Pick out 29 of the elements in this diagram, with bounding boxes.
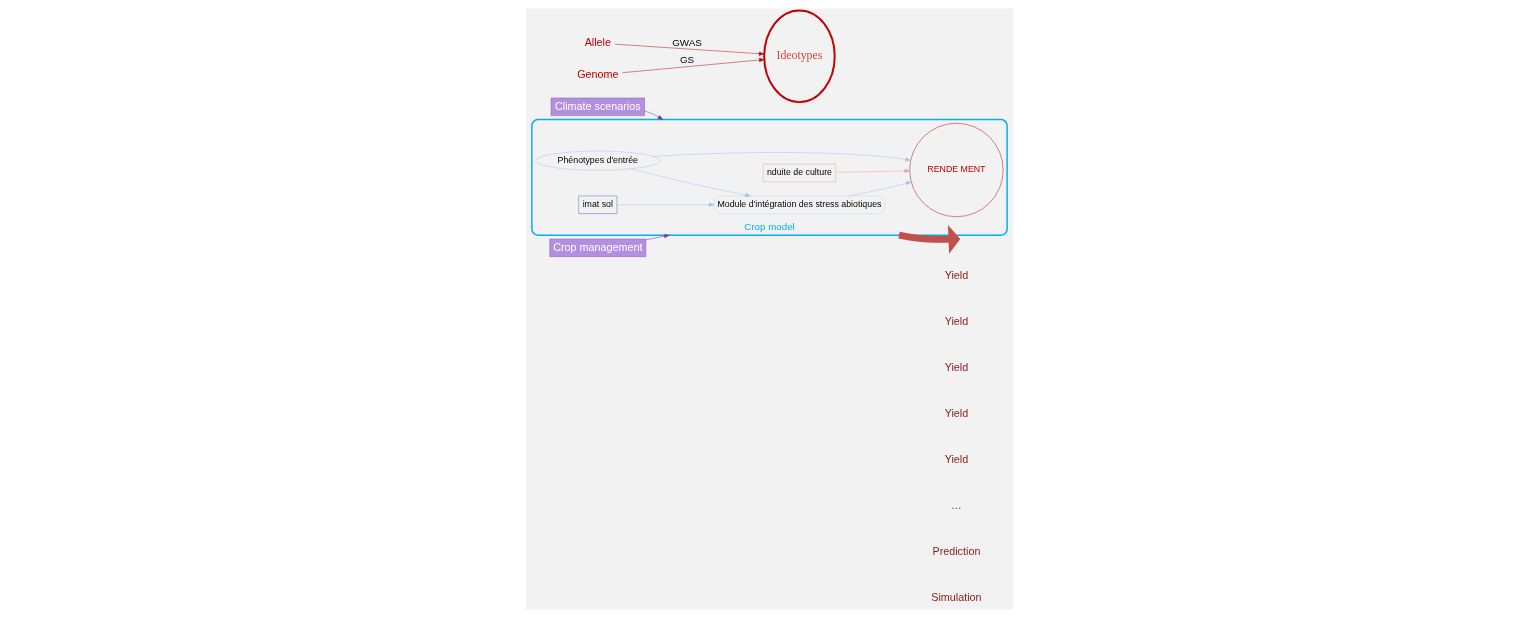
arrow bbox=[622, 58, 765, 73]
arrow bbox=[630, 168, 751, 197]
node-box: Climate scenarios bbox=[550, 97, 645, 116]
node-box: imat sol bbox=[578, 195, 618, 214]
label: Yield bbox=[944, 315, 969, 328]
arrow bbox=[653, 152, 911, 162]
arrow bbox=[849, 181, 912, 197]
node-text: Genome bbox=[577, 67, 619, 80]
arrow bbox=[835, 169, 910, 173]
label: Yield bbox=[944, 361, 969, 374]
label: Yield bbox=[944, 269, 969, 282]
label: Yield bbox=[944, 407, 969, 420]
node-box: Crop management bbox=[549, 238, 647, 257]
edge-label: GWAS bbox=[672, 36, 702, 48]
arrow bbox=[898, 224, 961, 254]
label: … bbox=[951, 499, 962, 512]
node-ellipse: Ideotypes bbox=[763, 9, 836, 104]
node-ellipse: Phénotypes d'entrée bbox=[535, 150, 661, 171]
arrow bbox=[644, 110, 664, 120]
node-circle: RENDE MENT bbox=[909, 123, 1004, 217]
node-text: Allele bbox=[584, 35, 611, 48]
node-box: nduite de culture bbox=[762, 163, 836, 182]
label: Prediction bbox=[932, 545, 981, 558]
arrow bbox=[615, 43, 765, 56]
arrow bbox=[645, 234, 670, 241]
label: Yield bbox=[944, 453, 969, 466]
arrow bbox=[616, 202, 715, 207]
label: Simulation bbox=[931, 591, 982, 604]
edge-label: GS bbox=[679, 53, 695, 65]
